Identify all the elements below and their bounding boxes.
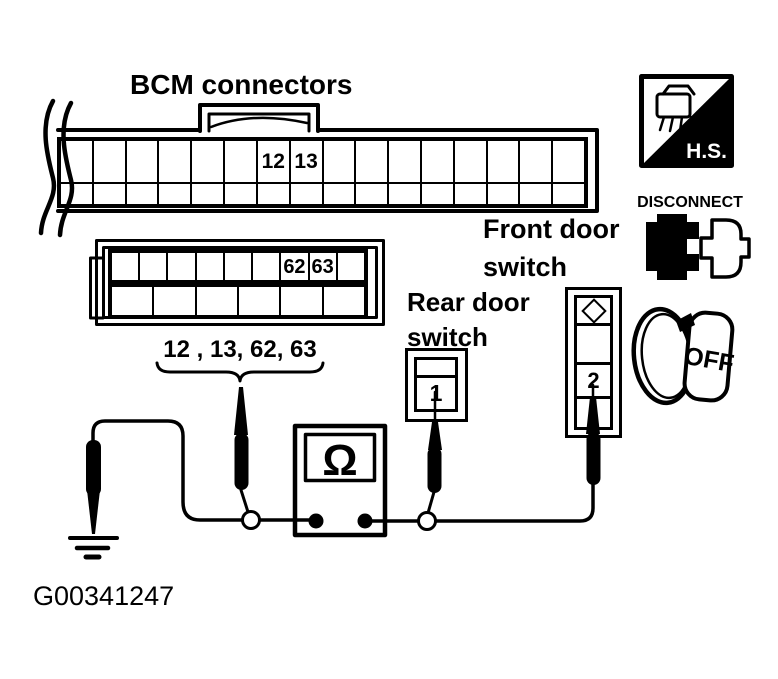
pins-callout-brace bbox=[155, 361, 325, 383]
connector-cell bbox=[280, 286, 323, 316]
bcm-upper-connector-outline bbox=[56, 103, 599, 213]
pins-callout-label: 12 , 13, 62, 63 bbox=[163, 336, 317, 363]
meter-terminal-right bbox=[357, 513, 373, 529]
rear-door-switch: 1 bbox=[405, 348, 468, 422]
connector-cell-pin-63: 63 bbox=[308, 252, 337, 281]
connector-cell bbox=[191, 140, 225, 183]
connector-cell bbox=[92, 183, 126, 205]
connector-cell bbox=[388, 140, 421, 183]
connector-cell bbox=[139, 252, 168, 281]
connector-cell bbox=[420, 140, 454, 183]
connector-cell-pin-62: 62 bbox=[280, 252, 309, 281]
connector-cell bbox=[224, 183, 257, 205]
connector-cell bbox=[322, 286, 365, 316]
connector-cell-pin-13: 13 bbox=[289, 140, 323, 183]
meter-terminal-left bbox=[308, 513, 324, 529]
connector-cell bbox=[125, 183, 159, 205]
disconnect-label: DISCONNECT bbox=[637, 194, 743, 211]
connector-cell bbox=[252, 252, 281, 281]
rear-switch-test-probe bbox=[426, 390, 442, 515]
ground-test-lead bbox=[86, 419, 245, 534]
connector-cell bbox=[355, 140, 389, 183]
front-switch-probe-cell bbox=[577, 399, 610, 427]
connector-cell bbox=[552, 183, 585, 205]
connector-cell-pin-12: 12 bbox=[256, 140, 290, 183]
connector-cell bbox=[420, 183, 454, 205]
bcm-lower-connector-grid-bottom bbox=[108, 283, 368, 319]
rear-door-switch-label-line1: Rear door bbox=[407, 287, 530, 317]
ground-symbol bbox=[68, 536, 119, 560]
bcm-pins-test-probe bbox=[234, 387, 250, 514]
ohmmeter: Ω bbox=[292, 423, 388, 538]
ignition-off-badge: OFF bbox=[631, 306, 736, 406]
connector-cell bbox=[237, 286, 281, 316]
rear-door-switch-label-line2: switch bbox=[407, 322, 488, 352]
disconnected-connectors-icon bbox=[646, 214, 751, 280]
connector-cell bbox=[322, 183, 356, 205]
front-door-switch: 2 bbox=[565, 287, 622, 438]
rear-switch-upper-cell bbox=[417, 360, 455, 378]
connector-cell bbox=[519, 140, 553, 183]
connector-cell bbox=[486, 183, 520, 205]
front-switch-diamond-cell bbox=[577, 297, 610, 326]
wire-junction-left bbox=[241, 510, 261, 530]
front-switch-empty-cell bbox=[577, 326, 610, 365]
connector-cell bbox=[256, 183, 290, 205]
hs-badge: H.S. bbox=[639, 74, 734, 168]
front-switch-test-probe bbox=[434, 383, 601, 523]
connector-cell bbox=[486, 140, 520, 183]
front-door-switch-label-line1: Front door bbox=[483, 214, 620, 244]
ohm-symbol: Ω bbox=[322, 436, 357, 485]
disconnect-badge: DISCONNECT bbox=[637, 194, 751, 280]
wire-junction-right bbox=[417, 511, 437, 531]
connector-cell bbox=[167, 252, 196, 281]
ignition-key-off-icon bbox=[631, 306, 735, 406]
rear-switch-pin-cell: 1 bbox=[429, 380, 443, 406]
connector-cell bbox=[552, 140, 585, 183]
connector-cell bbox=[125, 140, 159, 183]
connector-cell bbox=[92, 140, 126, 183]
front-door-switch-label-line2: switch bbox=[483, 252, 568, 282]
connector-cell bbox=[60, 183, 93, 205]
harness-connector-icon bbox=[655, 84, 696, 133]
bcm-connectors-label: BCM connectors bbox=[130, 69, 353, 100]
diamond-icon bbox=[580, 297, 607, 324]
connector-cell bbox=[158, 183, 192, 205]
figure-id-label: G00341247 bbox=[33, 581, 175, 611]
connector-cell bbox=[336, 252, 365, 281]
connector-cell bbox=[223, 252, 253, 281]
connector-cell bbox=[60, 140, 93, 183]
connector-cell bbox=[111, 252, 140, 281]
connector-cell bbox=[195, 286, 238, 316]
connector-cell bbox=[289, 183, 323, 205]
hs-badge-label: H.S. bbox=[686, 140, 727, 163]
connector-cell bbox=[224, 140, 257, 183]
connector-cell bbox=[453, 183, 487, 205]
connector-cell bbox=[519, 183, 553, 205]
connector-cell bbox=[355, 183, 389, 205]
connector-cell bbox=[453, 140, 487, 183]
connector-cell bbox=[153, 286, 196, 316]
connector-cell bbox=[191, 183, 225, 205]
connector-cell bbox=[388, 183, 421, 205]
front-switch-pin-cell: 2 bbox=[577, 365, 610, 399]
harness-break-icon bbox=[38, 98, 75, 238]
connector-cell bbox=[322, 140, 356, 183]
connector-cell bbox=[158, 140, 192, 183]
connector-cell bbox=[111, 286, 154, 316]
connector-cell bbox=[195, 252, 224, 281]
